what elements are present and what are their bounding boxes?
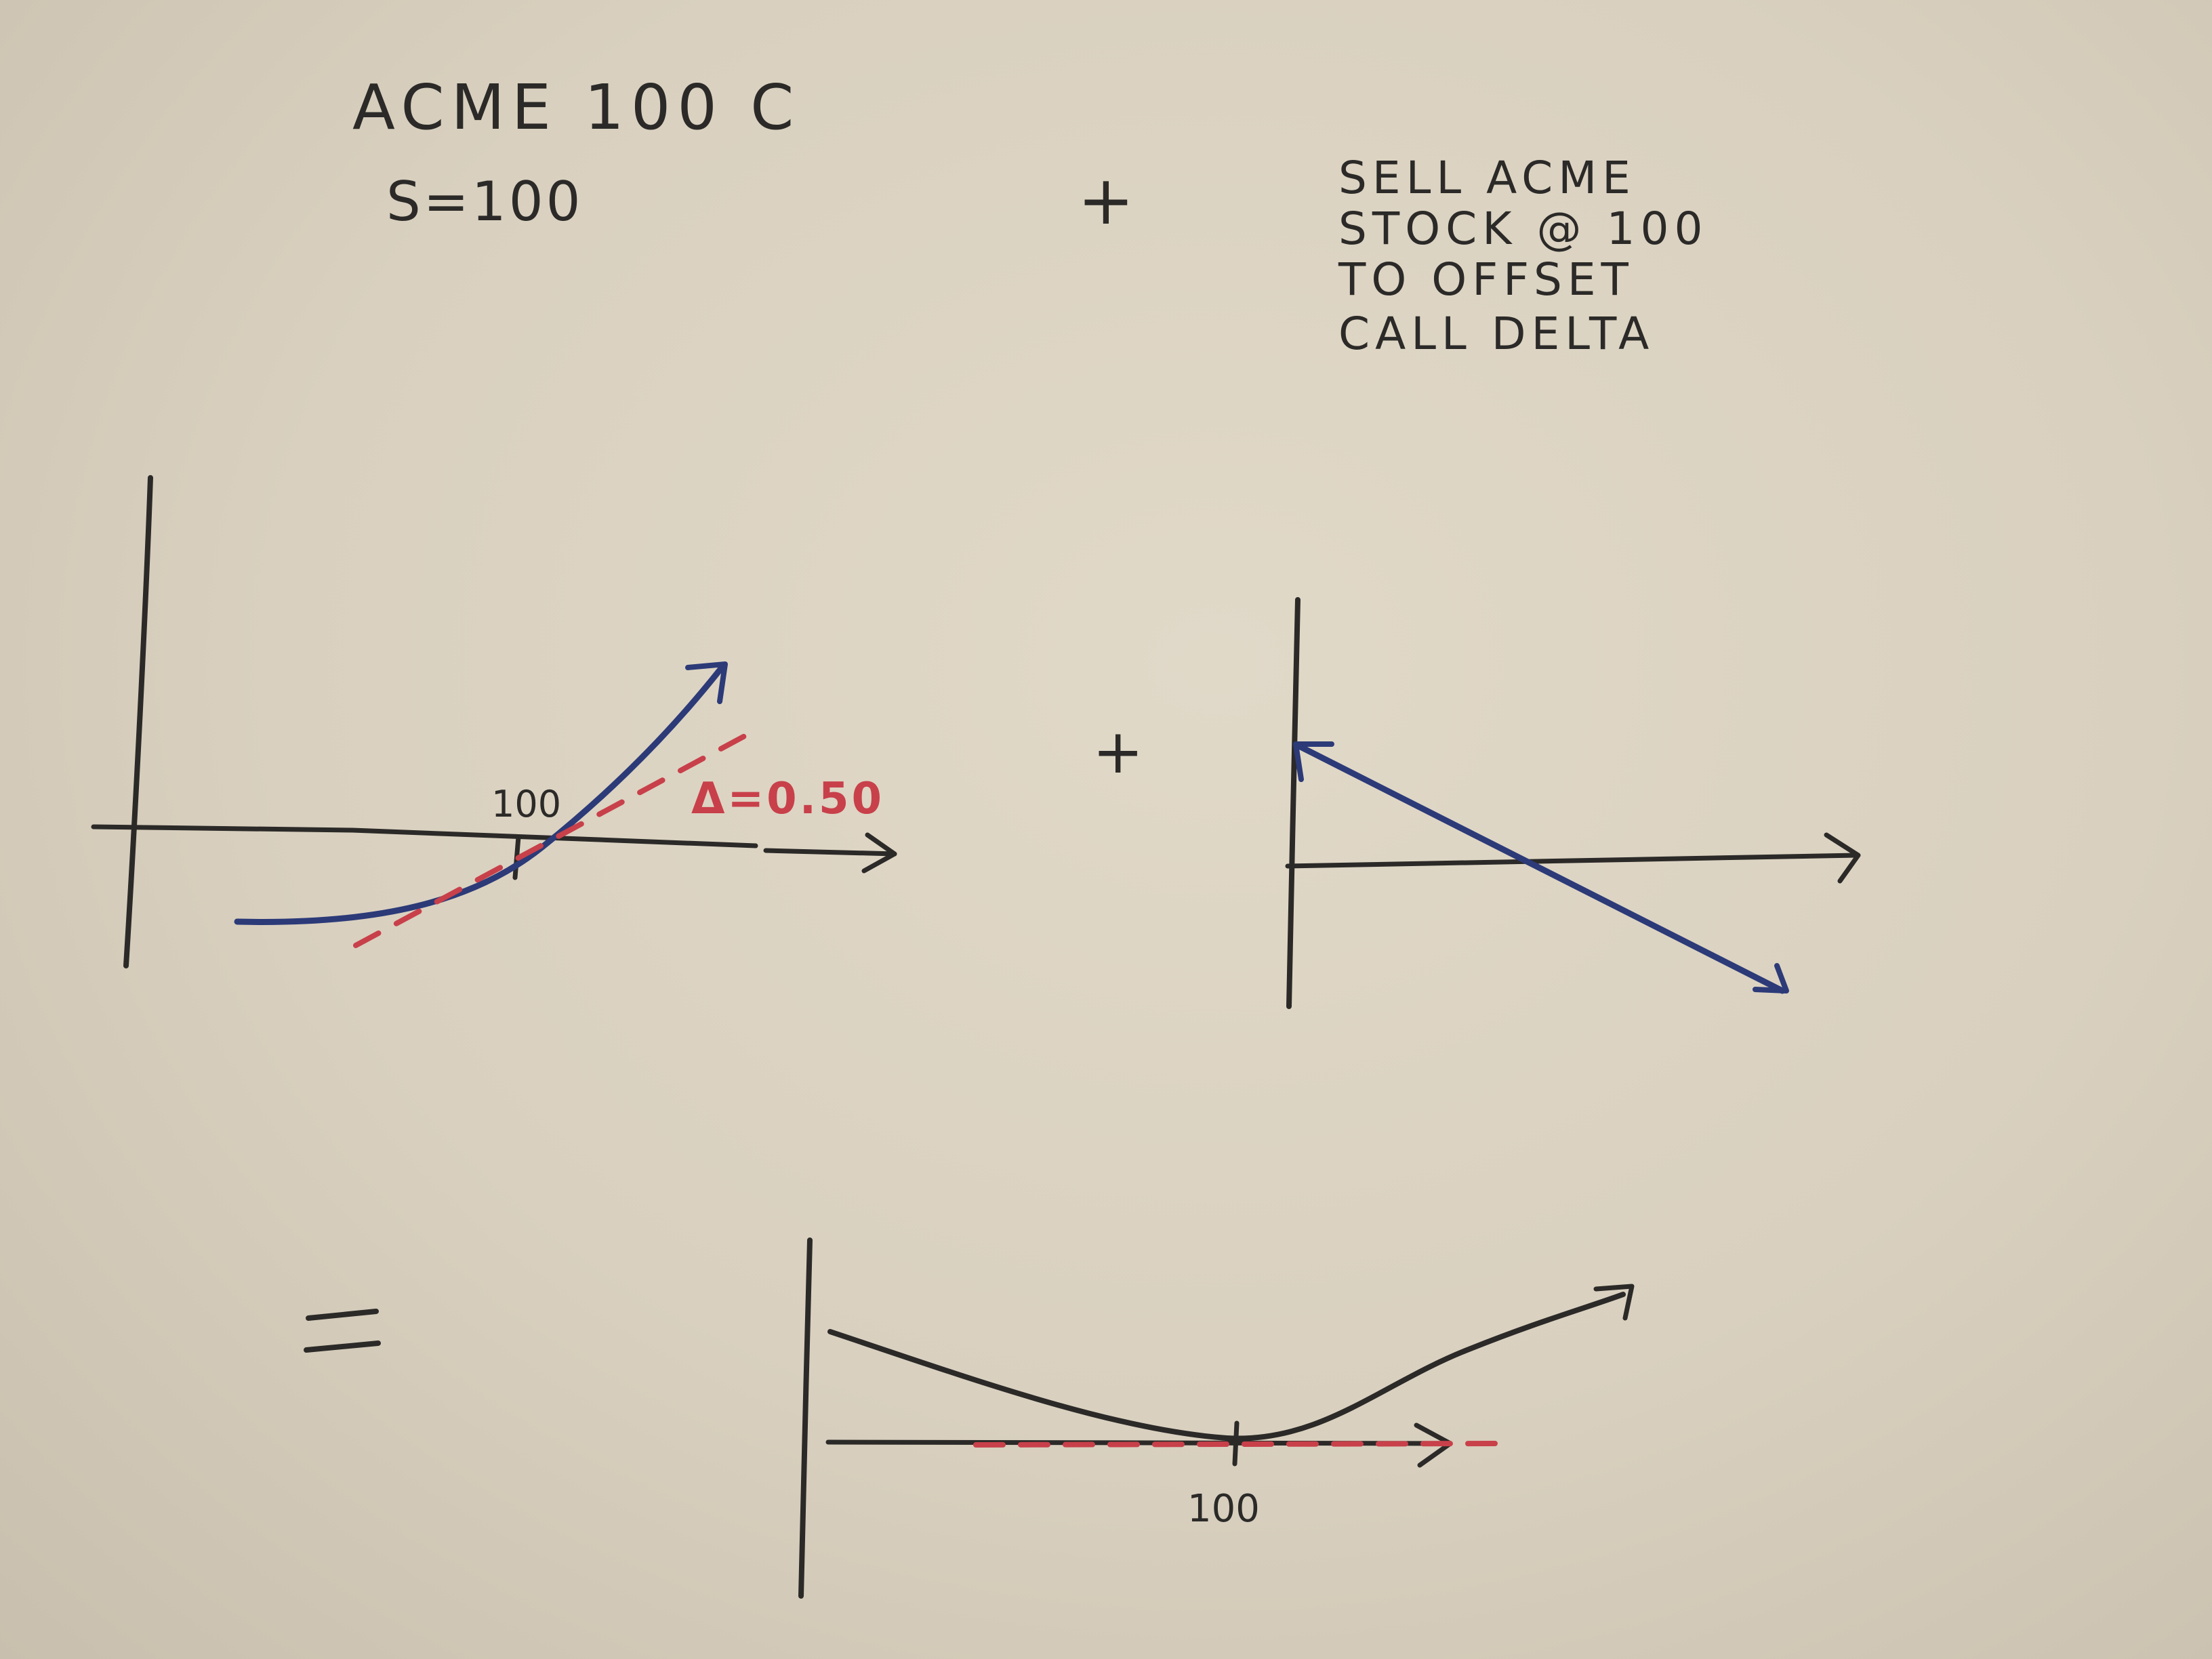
arrow-right-icon — [1824, 832, 1861, 884]
note-line-1: SELL ACME — [1338, 152, 1636, 204]
panel3-strike-tick — [1232, 1420, 1240, 1467]
spot-text: S=100 — [386, 170, 583, 233]
plus-sign-middle: + — [1092, 716, 1143, 787]
delta-label: Δ=0.50 — [691, 774, 884, 824]
arrow-right-icon — [861, 832, 897, 874]
panel1-y-axis — [123, 475, 153, 968]
delta-tangent-line — [353, 729, 755, 948]
equals-sign — [304, 1309, 381, 1353]
panel1-strike-label: 100 — [491, 783, 561, 825]
note-line-4: CALL DELTA — [1338, 308, 1654, 360]
panel2-x-axis — [1285, 853, 1860, 869]
hedged-payoff-curve — [827, 1292, 1626, 1441]
panel1-x-axis — [91, 824, 758, 848]
hedged-position-sketch: 100 — [798, 1237, 1635, 1599]
arrow-up-left-icon — [1293, 741, 1334, 782]
panel3-y-axis — [798, 1237, 813, 1599]
arrow-down-right-icon — [1753, 963, 1789, 994]
arrow-up-right-icon — [685, 661, 728, 704]
call-payoff-curve — [234, 664, 725, 925]
arrow-up-right-icon — [1593, 1284, 1635, 1321]
hedge-note: SELL ACME STOCK @ 100 TO OFFSET CALL DEL… — [1338, 152, 1708, 360]
note-line-2: STOCK @ 100 — [1338, 203, 1708, 255]
title-text: ACME 100 C — [352, 71, 800, 144]
panel2-y-axis — [1286, 597, 1300, 1009]
panel3-strike-label: 100 — [1187, 1487, 1260, 1531]
plus-sign-top: + — [1078, 161, 1134, 240]
note-line-3: TO OFFSET — [1338, 253, 1634, 306]
panel1-x-axis-extension — [763, 848, 897, 857]
call-payoff-sketch: 100 Δ=0.50 — [91, 475, 897, 968]
zero-delta-tangent — [973, 1441, 1500, 1448]
short-stock-sketch — [1285, 597, 1861, 1009]
short-stock-line — [1294, 742, 1786, 994]
